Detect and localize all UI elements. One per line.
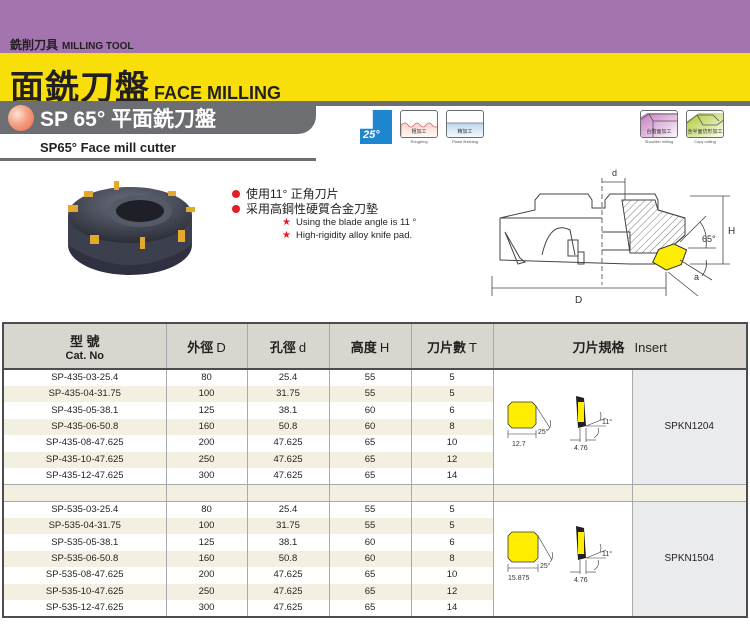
svg-text:25°: 25° (538, 428, 549, 436)
angle-25-badge-icon: 25° (360, 110, 392, 144)
red-star-icon: ★ (282, 217, 291, 228)
table-row: SP-435-03-25.4 80 25.4 55 5 25 (3, 369, 748, 485)
table-row: SP-535-03-25.4 80 25.4 55 5 25 (3, 501, 748, 617)
plane-finishing-icon (447, 122, 483, 137)
cutter-cross-section-diagram: d D H 65° a (480, 160, 750, 310)
insert-drawing-icon: 25° 12.7 4.76 11° (507, 395, 612, 452)
svg-text:4.76: 4.76 (574, 445, 588, 452)
svg-text:65°: 65° (702, 234, 716, 244)
feature-en-2: ★High-rigidity alloy knife pad. (282, 230, 413, 241)
svg-text:d: d (612, 168, 617, 178)
red-dot-icon (232, 189, 240, 198)
insert-figure-1504: 25° 15.875 4.76 11° (493, 501, 633, 617)
cutter-photo-icon (68, 181, 195, 275)
op-plane-finishing: 精加工 Plane finishing (446, 110, 484, 144)
header-band-yellow (0, 53, 750, 101)
op-roughing: 粗加工 Roughing (400, 110, 438, 144)
operation-icons-left: 25° 粗加工 Roughing 精加工 Plane finishing (360, 110, 484, 144)
title-cn: 面銑刀盤 (10, 69, 150, 107)
subtitle-rule (0, 158, 316, 161)
svg-text:a: a (694, 272, 699, 282)
svg-text:11°: 11° (602, 418, 612, 426)
group-separator-row (3, 483, 748, 502)
face-mill-cutter-image (60, 175, 200, 280)
subtitle: SP 65° 平面銑刀盤 (8, 104, 216, 132)
svg-text:D: D (575, 295, 582, 306)
op-shoulder-milling: 台階面加工 Shoulder milling (640, 110, 678, 144)
svg-text:H: H (728, 226, 735, 237)
feature-en-1: ★Using the blade angle is 11 ° (282, 217, 417, 228)
insert-code-1204: SPKN1204 (632, 369, 748, 485)
red-dot-icon (232, 204, 240, 213)
svg-text:4.76: 4.76 (574, 577, 588, 584)
insert-figure-1204: 25° 12.7 4.76 11° (493, 369, 633, 485)
insert-code-1504: SPKN1504 (632, 501, 748, 617)
copy-milling-icon (687, 113, 723, 137)
insert-drawing-icon: 25° 15.875 4.76 11° (507, 525, 612, 584)
red-star-icon: ★ (282, 230, 291, 241)
subtitle-en: SP65° Face mill cutter (40, 140, 176, 155)
svg-text:12.7: 12.7 (512, 441, 526, 448)
feature-cn-2: 采用高鋼性硬質合金刀墊 (232, 201, 416, 216)
category-cn: 銑削刀具 (10, 38, 59, 52)
svg-text:11°: 11° (602, 550, 612, 558)
features-list: 使用11° 正角刀片 采用高鋼性硬質合金刀墊 ★Using the blade … (232, 186, 416, 242)
header-rule (0, 101, 750, 106)
svg-text:15.875: 15.875 (508, 575, 530, 582)
svg-text:25°: 25° (540, 562, 551, 570)
operation-icons-right: 台階面加工 Shoulder milling 含半面仿形加工 Copy mill… (640, 110, 724, 144)
category-en: MILLING TOOL (62, 41, 134, 52)
title-en: FACE MILLING (154, 83, 281, 103)
feature-cn-1: 使用11° 正角刀片 (232, 186, 416, 201)
subtitle-band (0, 101, 316, 134)
header-band-purple (0, 0, 750, 53)
shoulder-milling-icon (641, 113, 677, 137)
roughing-icon (401, 122, 437, 137)
cross-section-icon: d D H 65° a (491, 168, 735, 306)
subtitle-text: SP 65° 平面銑刀盤 (40, 108, 217, 131)
op-copy-milling: 含半面仿形加工 Copy milling (686, 110, 724, 144)
bullet-ball-icon (8, 105, 34, 131)
